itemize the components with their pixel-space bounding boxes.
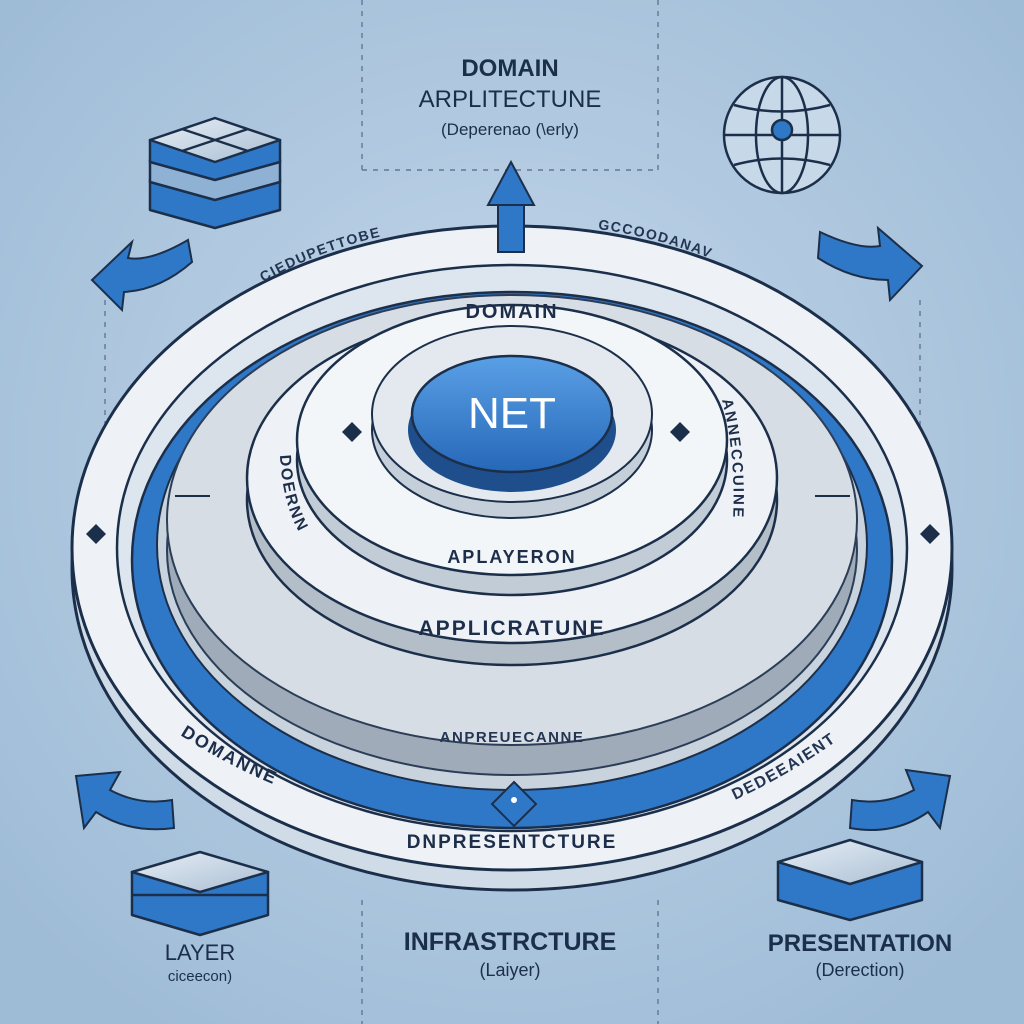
diamond-left-icon: [342, 422, 362, 442]
curved-arrow-bottom-right-icon: [848, 768, 952, 831]
ring-label-inner-top: DOMAIN: [465, 301, 558, 323]
footer-left-subtitle: ciceecon): [167, 968, 233, 985]
ring-label-middle-bottom: APPLICRATUNE: [419, 617, 606, 640]
curved-arrow-top-right-icon: [816, 225, 924, 303]
curved-arrow-bottom-left-icon: [74, 770, 176, 831]
globe-icon: [722, 75, 842, 195]
core-label: NET: [468, 389, 556, 438]
header-title-line-1: DOMAIN: [461, 55, 559, 82]
diamond-right-icon: [670, 422, 690, 442]
header-title-line-2: ARPLITECTUNE: [418, 86, 602, 113]
box-icon: [776, 838, 924, 922]
bottom-blue-marker: [490, 780, 538, 828]
footer-right-subtitle: (Derection): [815, 960, 905, 980]
diamond-markers: [86, 422, 940, 544]
diamond-outer-right-icon: [920, 524, 940, 544]
ring-label-outer-bottom: DNPRESENTCTURE: [407, 832, 618, 853]
diamond-bottom-icon: [490, 780, 538, 828]
top-up-arrow-icon: [486, 159, 536, 253]
footer-left-title: LAYER: [164, 940, 236, 965]
stacked-layers-icon: [148, 116, 282, 230]
footer-center-title: INFRASTRCTURE: [403, 928, 617, 956]
footer-center-subtitle: (Laiyer): [479, 960, 541, 980]
diamond-outer-left-icon: [86, 524, 106, 544]
header-subtitle: (Deperenao (\erly): [441, 120, 579, 139]
ring-label-inner-bottom: APLAYERON: [447, 547, 576, 567]
core-button: [410, 354, 614, 474]
curved-arrow-top-left-icon: [90, 238, 194, 313]
footer-right-title: PRESENTATION: [767, 930, 953, 957]
ring-label-base-bottom: ANPREUECANNE: [440, 729, 585, 746]
server-block-icon: [130, 850, 270, 937]
